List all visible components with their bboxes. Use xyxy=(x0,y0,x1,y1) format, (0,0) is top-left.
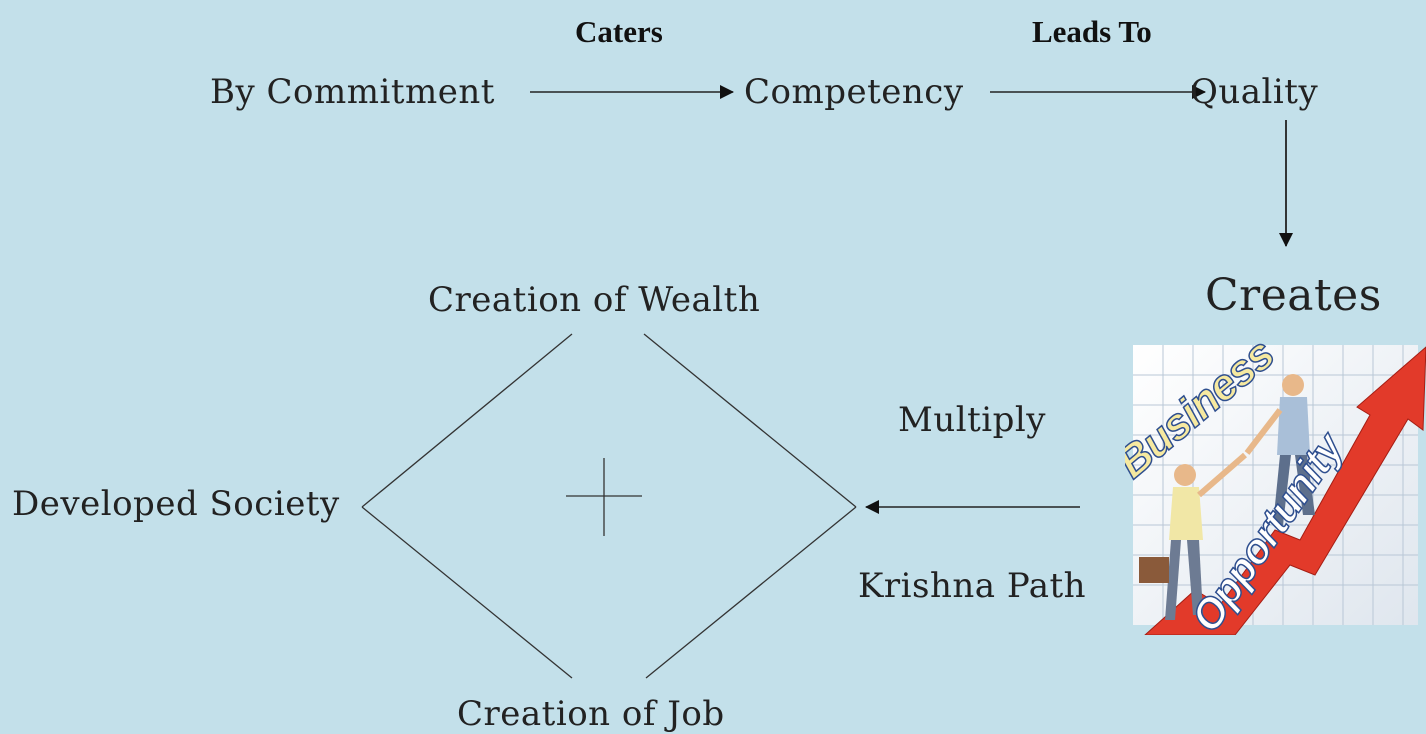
node-multiply: Multiply xyxy=(898,400,1046,440)
businessman-left xyxy=(1139,452,1247,620)
diamond-edge-bottom-left xyxy=(361,506,573,679)
node-creation-of-wealth: Creation of Wealth xyxy=(428,280,761,320)
node-developed-society: Developed Society xyxy=(12,484,340,524)
diamond-edge-bottom-right xyxy=(645,506,857,679)
node-competency: Competency xyxy=(744,72,964,112)
business-opportunity-illustration: Business Opportunity xyxy=(1125,335,1426,635)
diamond-edge-top-right xyxy=(643,333,857,508)
node-quality: Quality xyxy=(1190,72,1319,112)
node-creates: Creates xyxy=(1205,270,1382,321)
edge-label-leads-to: Leads To xyxy=(1032,14,1152,49)
edge-label-caters: Caters xyxy=(575,14,663,49)
diamond-edge-top-left xyxy=(361,333,573,508)
red-growth-arrow xyxy=(1144,346,1426,635)
node-krishna-path: Krishna Path xyxy=(858,566,1087,606)
businessman-right xyxy=(1244,374,1315,525)
node-by-commitment: By Commitment xyxy=(210,72,495,112)
node-creation-of-job: Creation of Job xyxy=(457,694,725,734)
